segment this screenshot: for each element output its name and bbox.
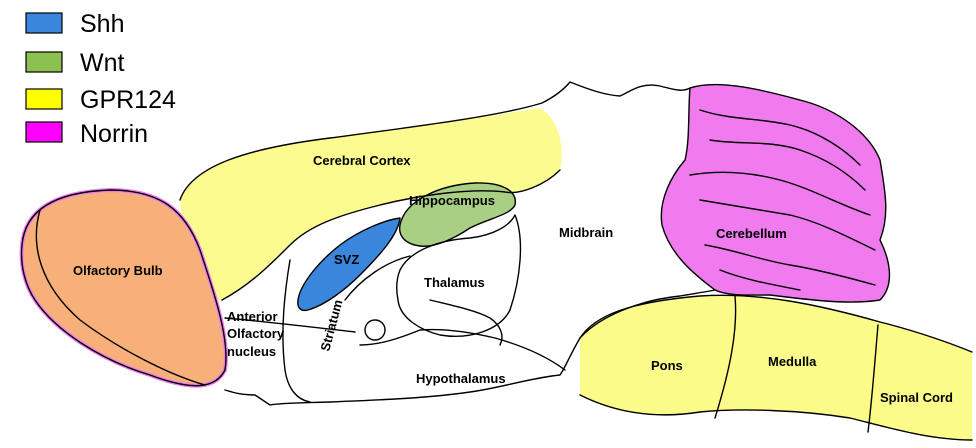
label-anterior-olfactory-3: nucleus	[227, 344, 276, 359]
label-hypothalamus: Hypothalamus	[416, 371, 506, 386]
label-pons: Pons	[651, 358, 683, 373]
thalamus-lower-curve	[430, 300, 502, 345]
label-hippocampus: Hippocampus	[409, 193, 495, 208]
label-striatum: Striatum	[317, 298, 345, 353]
label-cerebral-cortex: Cerebral Cortex	[313, 153, 411, 168]
legend-swatch-gpr124	[26, 89, 62, 109]
legend-label-shh: Shh	[80, 10, 124, 38]
legend: Shh Wnt GPR124 Norrin	[26, 10, 176, 148]
inner-circle	[365, 320, 385, 340]
legend-swatch-wnt	[26, 52, 62, 72]
label-olfactory-bulb: Olfactory Bulb	[73, 263, 163, 278]
legend-label-gpr124: GPR124	[80, 86, 176, 114]
legend-item-wnt: Wnt	[26, 49, 125, 77]
legend-label-norrin: Norrin	[80, 120, 148, 148]
legend-item-shh: Shh	[26, 10, 124, 38]
label-svz: SVZ	[334, 252, 359, 267]
legend-label-wnt: Wnt	[80, 49, 125, 77]
legend-swatch-norrin	[26, 122, 62, 142]
label-anterior-olfactory-1: Anterior	[227, 309, 278, 324]
label-midbrain: Midbrain	[559, 225, 613, 240]
label-medulla: Medulla	[768, 354, 817, 369]
label-cerebellum: Cerebellum	[716, 226, 787, 241]
legend-swatch-shh	[26, 13, 62, 33]
legend-item-gpr124: GPR124	[26, 86, 176, 114]
legend-item-norrin: Norrin	[26, 120, 148, 148]
label-thalamus: Thalamus	[424, 275, 485, 290]
label-spinal-cord: Spinal Cord	[880, 390, 953, 405]
label-anterior-olfactory-2: Olfactory	[227, 326, 285, 341]
cerebellum-region	[661, 85, 889, 303]
